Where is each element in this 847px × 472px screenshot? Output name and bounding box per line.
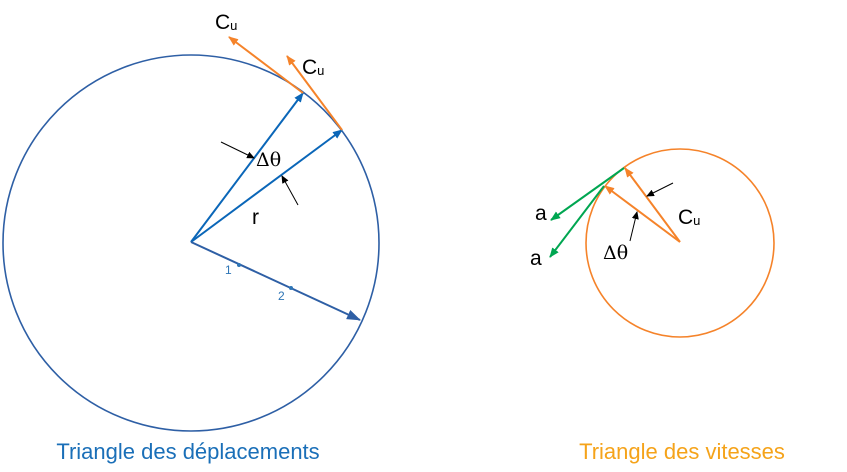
point-1-label: 1 — [225, 263, 232, 277]
delta-theta-pointer-2 — [281, 175, 299, 206]
point-2-label: 2 — [278, 289, 285, 303]
radius-label: r — [252, 206, 259, 229]
velocity-cu-arrow-2 — [604, 185, 681, 243]
radius-arrow-1 — [190, 92, 304, 243]
velocity-cu-arrow-1 — [624, 167, 681, 243]
acceleration-label-1: a — [535, 202, 547, 225]
velocity-delta-theta-label: Δθ — [603, 242, 628, 264]
acceleration-arrow-2 — [549, 185, 605, 258]
velocity-delta-pointer-1 — [646, 182, 674, 197]
velocity-delta-pointer-2 — [629, 211, 639, 242]
point-2-dot — [289, 286, 293, 290]
displacement-circle — [2, 54, 380, 432]
cu-label-1: Cu — [215, 11, 237, 34]
delta-theta-label: Δθ — [256, 149, 281, 171]
cu-label-2: Cu — [302, 56, 324, 79]
displacement-triangle: Cu Cu Δθ r 1 2 Triangle des déplacements — [2, 11, 380, 464]
radius-arrow-bottom — [190, 241, 361, 321]
cu-arrow-1 — [228, 36, 304, 94]
acceleration-arrow-1 — [550, 167, 625, 221]
acceleration-label-2: a — [530, 247, 542, 270]
delta-theta-pointer-1 — [220, 141, 255, 159]
displacement-caption: Triangle des déplacements — [56, 439, 319, 464]
cu-arrow-2 — [286, 55, 343, 131]
point-1-dot — [237, 263, 241, 267]
velocity-cu-label: Cu — [678, 206, 700, 229]
velocity-triangle: a a Cu Δθ Triangle des vitesses — [530, 148, 785, 464]
radius-arrow-2 — [190, 129, 343, 243]
velocity-circle — [585, 148, 775, 338]
velocity-caption: Triangle des vitesses — [579, 439, 785, 464]
